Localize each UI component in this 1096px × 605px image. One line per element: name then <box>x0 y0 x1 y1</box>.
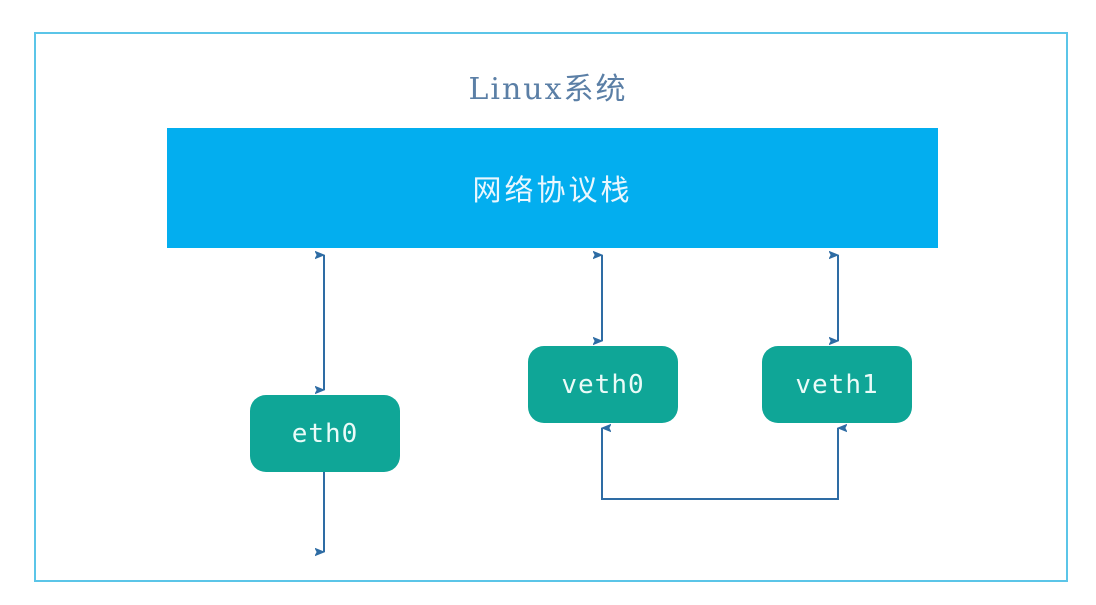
interface-label-veth1: veth1 <box>795 369 879 400</box>
network-protocol-stack-label: 网络协议栈 <box>472 173 633 207</box>
interface-label-veth0: veth0 <box>561 369 645 400</box>
interface-box-veth1: veth1 <box>762 346 912 423</box>
page-title: Linux系统 <box>468 72 628 107</box>
diagram-outer-frame <box>34 32 1068 582</box>
interface-box-veth0: veth0 <box>528 346 678 423</box>
interface-box-eth0: eth0 <box>250 395 400 472</box>
interface-label-eth0: eth0 <box>291 418 359 449</box>
network-protocol-stack-box: 网络协议栈 <box>167 128 938 248</box>
